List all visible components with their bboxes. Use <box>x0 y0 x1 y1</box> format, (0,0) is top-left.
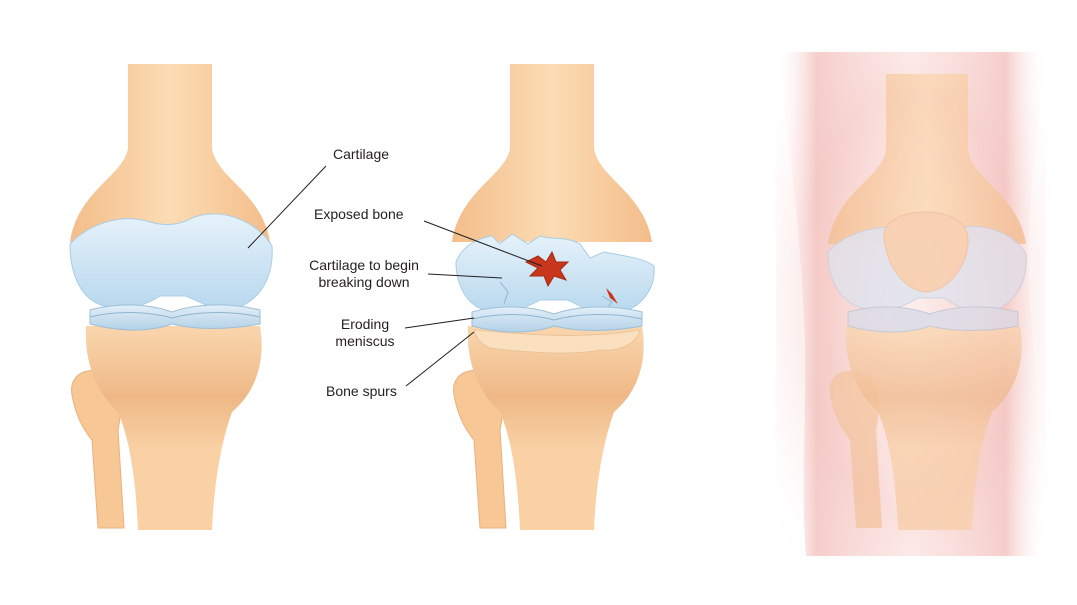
label-eroding-meniscus: Eroding meniscus <box>333 316 397 350</box>
label-bone-spurs-text: Bone spurs <box>326 383 397 399</box>
label-bone-spurs: Bone spurs <box>326 383 397 400</box>
tibia-bone <box>85 326 262 530</box>
small-lesion <box>606 288 618 304</box>
label-exposed-bone: Exposed bone <box>314 206 404 223</box>
leader-cartilage <box>247 165 327 249</box>
knee-with-skin <box>776 52 1046 556</box>
label-cartilage-text: Cartilage <box>333 146 390 162</box>
label-cartilage-breaking-line2: breaking down <box>318 274 410 290</box>
leader-lines <box>247 165 543 387</box>
leader-eroding-meniscus <box>404 317 475 329</box>
leader-bone-spurs <box>405 331 475 387</box>
label-exposed-bone-text: Exposed bone <box>314 206 404 222</box>
healthy-knee <box>69 64 273 530</box>
femoral-cartilage <box>69 213 273 310</box>
femur-bone-2 <box>452 64 652 242</box>
bone-spur-ridge <box>473 329 641 354</box>
label-cartilage-breaking-line1: Cartilage to begin <box>309 257 419 273</box>
label-cartilage: Cartilage <box>333 146 389 163</box>
femur-bone <box>70 64 270 242</box>
label-eroding-meniscus-line1: Eroding <box>340 316 390 332</box>
label-eroding-meniscus-line2: meniscus <box>335 333 395 349</box>
osteoarthritic-knee <box>452 64 655 530</box>
leader-cartilage-break <box>427 273 503 279</box>
exposed-bone-lesion <box>524 250 570 288</box>
tibia-bone-2 <box>467 326 644 530</box>
label-cartilage-breaking: Cartilage to begin breaking down <box>301 257 427 291</box>
leader-exposed-bone <box>423 220 543 267</box>
